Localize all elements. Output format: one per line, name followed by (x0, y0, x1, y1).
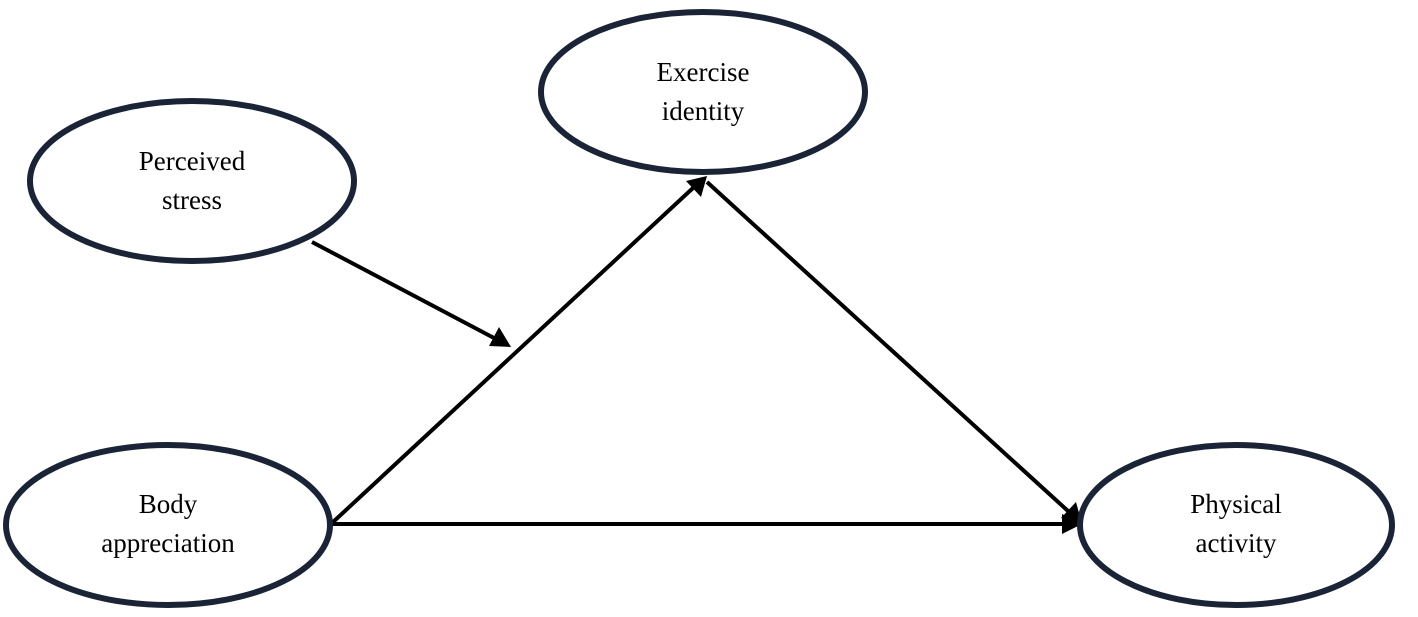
node-body-appreciation-shape (3, 442, 333, 608)
edge-body-appreciation-to-exercise-identity (330, 176, 707, 525)
edge-body-appreciation-to-physical-activity (332, 514, 1082, 534)
edge-exercise-identity-to-physical-activity (705, 180, 1082, 524)
node-physical-activity-label-line1: Physical (1190, 489, 1282, 519)
node-exercise-identity-label-line1: Exercise (657, 57, 750, 87)
node-body-appreciation-label-line2: appreciation (101, 528, 235, 558)
arrowhead (489, 327, 511, 347)
node-perceived-stress-label-line2: stress (162, 185, 222, 215)
node-exercise-identity-label-line2: identity (662, 96, 745, 126)
node-perceived-stress-shape (27, 98, 357, 264)
node-exercise-identity-shape (538, 9, 868, 175)
node-exercise-identity: Exercise identity (538, 9, 868, 175)
node-body-appreciation: Body appreciation (3, 442, 333, 608)
arrowhead (686, 176, 707, 197)
node-perceived-stress: Perceived stress (27, 98, 357, 264)
arrowhead (1062, 514, 1082, 534)
edge-perceived-stress-moderation (311, 240, 511, 347)
node-physical-activity-shape (1077, 442, 1395, 608)
node-physical-activity-label-line2: activity (1196, 528, 1277, 558)
node-body-appreciation-label-line1: Body (139, 489, 198, 519)
edges (311, 176, 1082, 534)
node-physical-activity: Physical activity (1077, 442, 1395, 608)
node-perceived-stress-label-line1: Perceived (139, 146, 246, 176)
